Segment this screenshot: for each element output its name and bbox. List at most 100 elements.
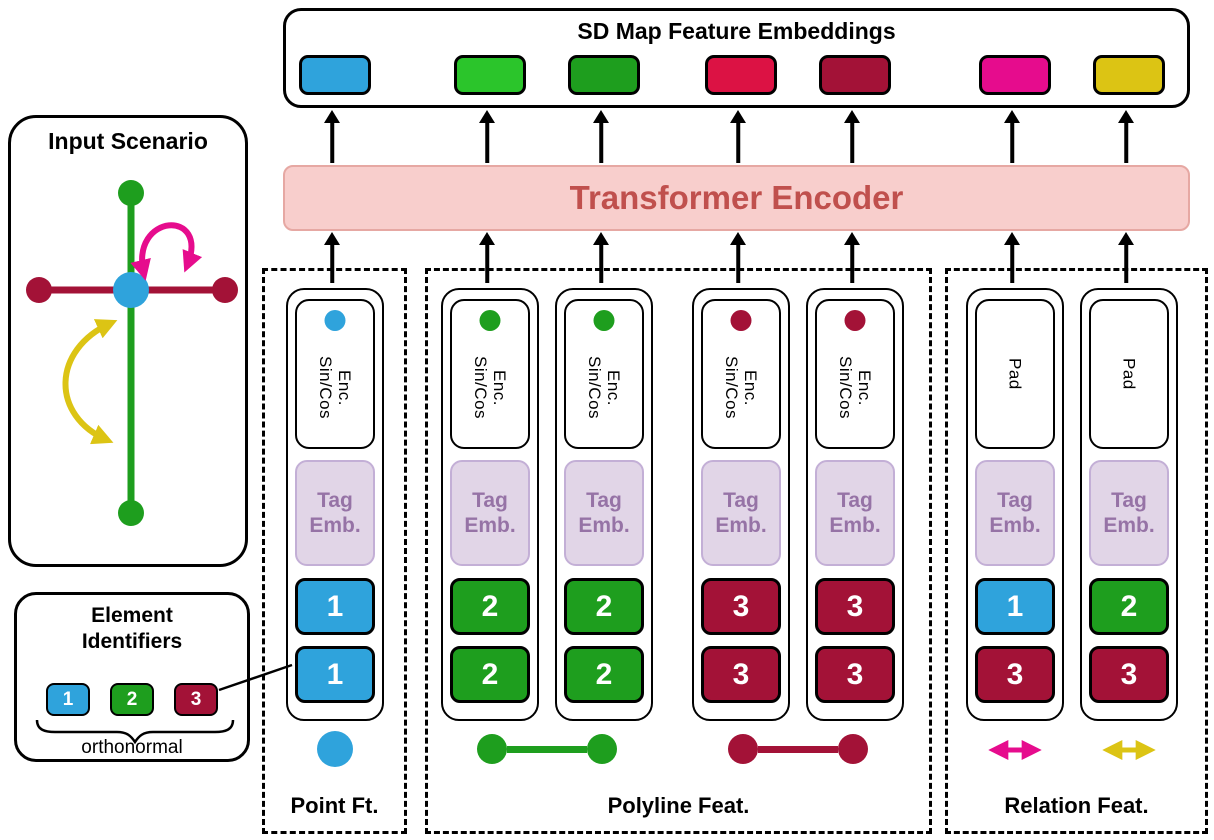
encoding-label: Sin/Cos Enc.	[585, 356, 623, 420]
sincos-encoding-box: Sin/Cos Enc.	[450, 299, 530, 449]
point-group-label: Point Ft.	[290, 793, 379, 818]
sincos-encoding-box: Sin/Cos Enc.	[564, 299, 644, 449]
identifier-chips: 1 2 3	[17, 683, 247, 716]
polyline-feature-group: Sin/Cos Enc. Tag Emb. 2 2 Sin/Cos Enc. T…	[425, 268, 932, 834]
green-polyline-legend-icon	[477, 733, 617, 765]
element-id-box: 1	[295, 646, 375, 703]
element-id-box: 2	[564, 578, 644, 635]
tag-embedding-box: Tag Emb.	[295, 460, 375, 566]
polyline-feature-column-1: Sin/Cos Enc. Tag Emb. 2 2	[441, 288, 539, 721]
relation-group-label: Relation Feat.	[1004, 793, 1149, 818]
flow-arrow	[843, 110, 861, 163]
orthonormal-caption: orthonormal	[81, 737, 183, 758]
encoding-label: Sin/Cos Enc.	[836, 356, 874, 420]
pad-label: Pad	[1005, 358, 1025, 390]
embedding-chip-relation-2	[1093, 55, 1165, 95]
tag-embedding-box: Tag Emb.	[815, 460, 895, 566]
polyline-feature-column-2: Sin/Cos Enc. Tag Emb. 2 2	[555, 288, 653, 721]
element-id-box: 2	[450, 646, 530, 703]
point-feature-group: Sin/Cos Enc. Tag Emb. 1 1 Point Ft.	[262, 268, 407, 834]
input-scenario-box: Input Scenario	[8, 115, 248, 567]
identifier-chip-2: 2	[110, 683, 154, 716]
sincos-encoding-box: Sin/Cos Enc.	[295, 299, 375, 449]
sincos-encoding-box: Sin/Cos Enc.	[701, 299, 781, 449]
pad-label: Pad	[1119, 358, 1139, 390]
flow-arrow	[323, 232, 341, 283]
flow-arrow	[592, 232, 610, 283]
encoding-label: Sin/Cos Enc.	[316, 356, 354, 420]
relation-feature-column-2: Pad Tag Emb. 2 3	[1080, 288, 1178, 721]
element-identifiers-title: Element Identifiers	[81, 604, 183, 654]
element-id-box: 2	[450, 578, 530, 635]
embedding-chip-point	[299, 55, 371, 95]
sincos-encoding-box: Sin/Cos Enc.	[815, 299, 895, 449]
flow-arrow	[1117, 232, 1135, 283]
underbrace-icon	[35, 719, 235, 745]
element-id-box: 3	[701, 646, 781, 703]
red-dot-icon	[844, 310, 866, 331]
flow-arrow	[729, 232, 747, 283]
red-dot-icon	[730, 310, 752, 331]
flow-arrow	[592, 110, 610, 163]
tag-embedding-box: Tag Emb.	[450, 460, 530, 566]
element-identifiers-box: Element Identifiers 1 2 3 orthonormal	[14, 592, 250, 762]
encoding-label: Sin/Cos Enc.	[471, 356, 509, 420]
green-node-bottom-icon	[118, 500, 144, 526]
flow-arrow	[1003, 232, 1021, 283]
tag-embedding-box: Tag Emb.	[701, 460, 781, 566]
yellow-relation-arrow	[62, 319, 118, 445]
tag-embedding-box: Tag Emb.	[975, 460, 1055, 566]
flow-arrow	[478, 232, 496, 283]
yellow-double-arrow-icon	[1102, 740, 1156, 760]
pad-box: Pad	[975, 299, 1055, 449]
identifier-chip-3: 3	[174, 683, 218, 716]
flow-arrow	[478, 110, 496, 163]
embedding-chip-polyline-2	[568, 55, 640, 95]
element-id-box: 1	[975, 578, 1055, 635]
element-id-box: 2	[1089, 578, 1169, 635]
element-id-box: 3	[815, 578, 895, 635]
point-dot-icon	[324, 310, 346, 331]
element-id-box: 3	[815, 646, 895, 703]
sd-map-feature-embeddings-box: SD Map Feature Embeddings	[283, 8, 1190, 108]
relation-feature-column-1: Pad Tag Emb. 1 3	[966, 288, 1064, 721]
embedding-chip-polyline-4	[819, 55, 891, 95]
red-node-right-icon	[212, 277, 238, 303]
red-polyline-legend-icon	[728, 733, 868, 765]
transformer-encoder: Transformer Encoder	[283, 165, 1190, 231]
embeddings-box-title: SD Map Feature Embeddings	[577, 18, 896, 44]
element-id-box: 2	[564, 646, 644, 703]
identifier-chip-1: 1	[46, 683, 90, 716]
point-legend-icon	[317, 731, 353, 767]
magenta-double-arrow-icon	[988, 740, 1042, 760]
flow-arrow	[323, 110, 341, 163]
element-id-box: 1	[295, 578, 375, 635]
green-dot-icon	[479, 310, 501, 331]
encoding-label: Sin/Cos Enc.	[722, 356, 760, 420]
scenario-diagram	[26, 180, 238, 526]
input-scenario-title: Input Scenario	[48, 128, 208, 154]
relation-feature-group: Pad Tag Emb. 1 3 Pad Tag Emb. 2 3	[945, 268, 1208, 834]
embedding-chip-relation-1	[979, 55, 1051, 95]
tag-embedding-box: Tag Emb.	[1089, 460, 1169, 566]
flow-arrow	[1117, 110, 1135, 163]
polyline-group-label: Polyline Feat.	[607, 793, 750, 818]
red-node-left-icon	[26, 277, 52, 303]
embedding-chip-polyline-1	[454, 55, 526, 95]
pad-box: Pad	[1089, 299, 1169, 449]
polyline-feature-column-4: Sin/Cos Enc. Tag Emb. 3 3	[806, 288, 904, 721]
point-feature-column: Sin/Cos Enc. Tag Emb. 1 1	[286, 288, 384, 721]
flow-arrow	[729, 110, 747, 163]
element-id-box: 3	[975, 646, 1055, 703]
flow-arrow	[843, 232, 861, 283]
polyline-feature-column-3: Sin/Cos Enc. Tag Emb. 3 3	[692, 288, 790, 721]
element-id-box: 3	[701, 578, 781, 635]
tag-embedding-box: Tag Emb.	[564, 460, 644, 566]
green-dot-icon	[593, 310, 615, 331]
element-id-box: 3	[1089, 646, 1169, 703]
magenta-relation-arrow	[130, 222, 203, 281]
green-node-top-icon	[118, 180, 144, 206]
embedding-chip-polyline-3	[705, 55, 777, 95]
flow-arrow	[1003, 110, 1021, 163]
blue-point-icon	[113, 272, 149, 308]
